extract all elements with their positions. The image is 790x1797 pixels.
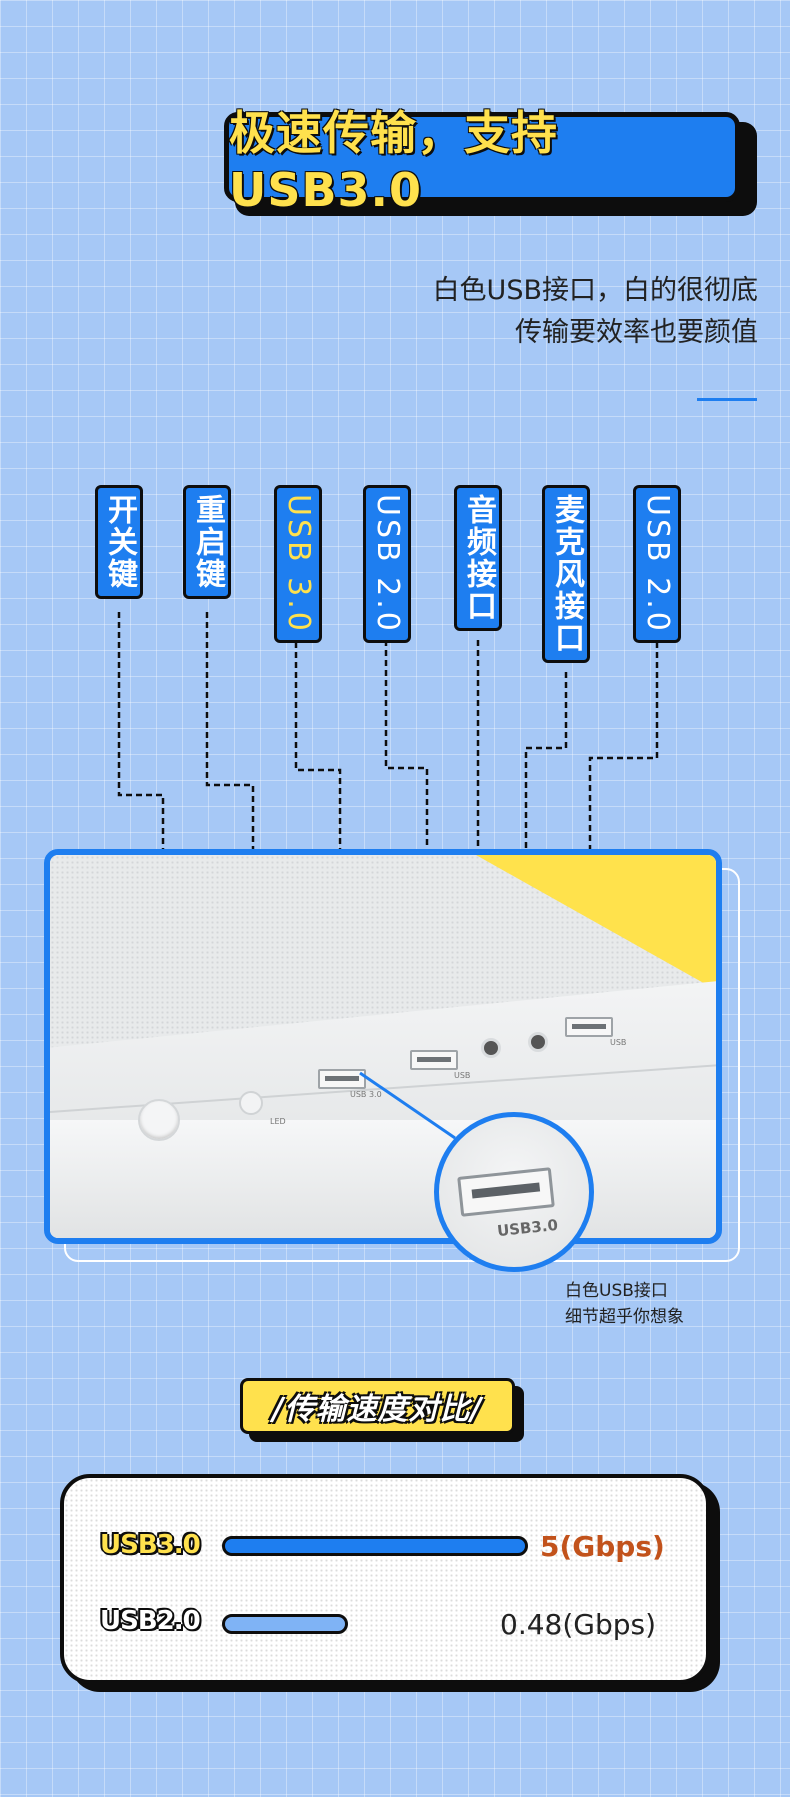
subtitle-line-2: 传输要效率也要颜值 [515, 317, 758, 348]
zoom-caption-line-2: 细节超乎你想象 [565, 1307, 684, 1327]
usb2-port-image-right [565, 1017, 613, 1037]
connector-power [117, 612, 165, 1080]
row-label-usb3: USB3.0 [100, 1530, 201, 1560]
case-photo: LED USB 3.0 USB USB [44, 849, 722, 1244]
reset-button-image [239, 1091, 263, 1115]
comparison-header-text: /传输速度对比/ [272, 1392, 483, 1427]
comparison-card [60, 1474, 710, 1684]
usb2-caption-right: USB [610, 1038, 627, 1047]
zoom-pointer-line [359, 1071, 456, 1140]
subtitle-line-1: 白色USB接口，白的很彻底 [432, 275, 758, 306]
accent-divider [697, 398, 757, 401]
led-caption: LED [270, 1117, 286, 1126]
usb2-caption-left: USB [454, 1071, 471, 1080]
label-usb3: USB 3.0 [274, 485, 322, 643]
speed-bar-usb2 [222, 1614, 348, 1634]
zoom-usb3-port [457, 1167, 555, 1217]
power-button-image [138, 1099, 180, 1141]
title-banner: 极速传输，支持USB3.0 [224, 106, 740, 217]
label-power-button: 开关键 [95, 485, 143, 599]
value-usb3: 5(Gbps) [540, 1530, 665, 1563]
comparison-header: /传输速度对比/ [240, 1378, 515, 1434]
label-reset-button: 重启键 [183, 485, 231, 599]
usb2-port-image-left [410, 1050, 458, 1070]
row-label-usb2: USB2.0 [100, 1606, 201, 1636]
usb3-zoom-detail: USB3.0 [434, 1112, 594, 1272]
connector-reset [205, 612, 255, 1062]
speed-bar-usb3 [222, 1536, 528, 1556]
value-usb2: 0.48(Gbps) [500, 1608, 657, 1641]
usb3-port-image [318, 1069, 366, 1089]
zoom-caption-line-1: 白色USB接口 [565, 1281, 668, 1301]
zoom-usb3-text: USB3.0 [496, 1215, 559, 1241]
label-usb2-left: USB 2.0 [363, 485, 411, 643]
audio-jack-image [481, 1038, 501, 1058]
mic-jack-image [528, 1032, 548, 1052]
label-mic-jack: 麦克风接口 [542, 485, 590, 663]
label-audio-jack: 音频接口 [454, 485, 502, 631]
page-title: 极速传输，支持USB3.0 [229, 106, 558, 217]
label-usb2-right: USB 2.0 [633, 485, 681, 643]
usb3-port-caption: USB 3.0 [350, 1090, 382, 1099]
